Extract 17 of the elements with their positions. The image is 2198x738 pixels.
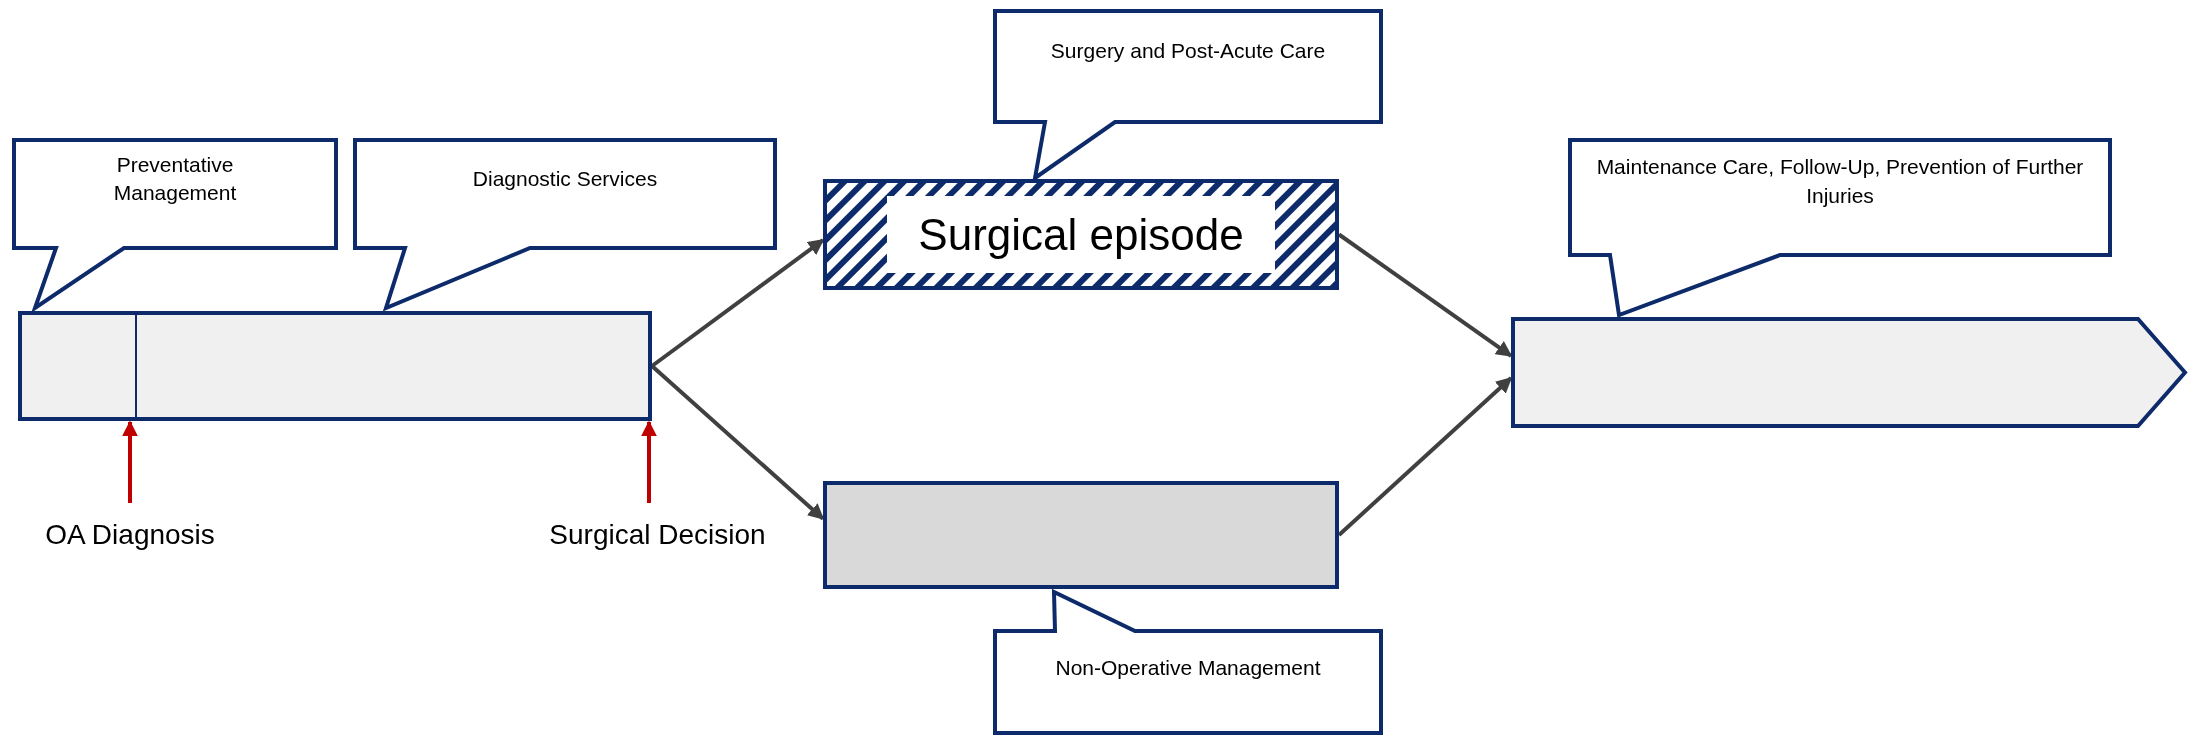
callout-text: Diagnostic Services	[472, 166, 658, 193]
episode-box	[823, 179, 1339, 290]
callout-bubble	[1570, 140, 2110, 315]
callout-text: Non-Operative Management	[1055, 655, 1321, 682]
chevron-arrow-shape	[1511, 317, 2187, 428]
timeline-bar	[18, 311, 652, 421]
callout-text: Preventative Management	[112, 152, 238, 207]
callout-bubble	[14, 140, 336, 308]
callout-text: Maintenance Care, Follow-Up, Prevention of Further Injuries	[1595, 154, 2085, 209]
callout-bubble	[355, 140, 775, 308]
callout-bubble	[995, 592, 1381, 733]
process-box	[823, 481, 1339, 589]
arrow	[641, 420, 657, 503]
milestone-label: Surgical Decision	[548, 518, 767, 552]
milestone-label: OA Diagnosis	[44, 518, 216, 552]
arrow	[122, 420, 138, 503]
episode-title: Surgical episode	[918, 209, 1244, 260]
